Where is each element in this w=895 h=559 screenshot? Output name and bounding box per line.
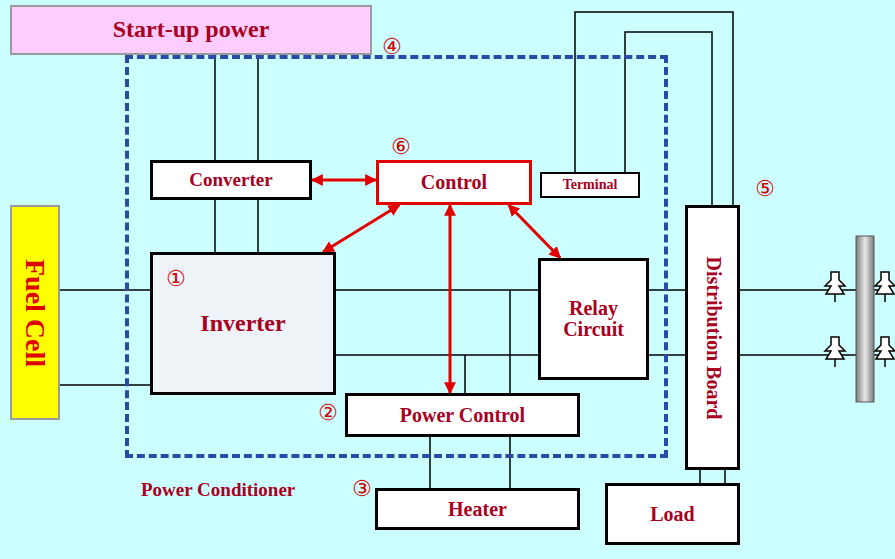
power-source-box: Start-up power [10,5,372,55]
callout-number: ⑥ [391,136,411,158]
power-wire [700,470,725,483]
node-label: Power Control [394,405,531,426]
arrow-line [449,205,452,393]
wire-line [336,289,538,291]
callout-number: ① [166,268,186,290]
region-outline: Power ConditionerConverterControlTermina… [125,55,668,458]
wire-line [60,384,150,386]
power-wire [430,437,510,488]
control-box: Control [376,160,532,205]
power-wire [336,290,538,355]
callout-number: ② [318,402,338,424]
node-label: Terminal [557,178,624,193]
node-label: Heater [442,499,513,520]
insulator-symbol [825,272,845,294]
wire-line [214,200,216,252]
wire-line [509,437,511,488]
wire-line [214,55,216,160]
process-box: Power Control [345,393,580,437]
wire-line [257,55,259,160]
wire-line [257,200,259,252]
wire-line [429,437,431,488]
utility-pole [825,236,895,402]
bus-wires [465,290,880,393]
signal-arrow [509,205,561,258]
fuel-cell-box: Fuel Cell [10,205,60,420]
node-label: Fuel Cell [20,213,49,412]
insulator-pin [884,359,886,367]
wire-line [60,289,150,291]
node-label: Start-up power [107,17,276,42]
wire-line [724,470,726,483]
process-box: Heater [375,488,580,530]
arrow-line [312,179,376,182]
node-label: Relay Circuit [541,298,646,340]
callout-number: ③ [352,478,372,500]
process-box: Load [605,483,740,545]
node-label: Distribution Board [702,213,723,462]
node-label: Inverter [194,311,291,336]
region-label: Power Conditioner [141,480,295,500]
distribution-box: Distribution Board [685,205,740,470]
signal-arrow [312,180,376,181]
signal-arrow [323,205,399,252]
callout-number: ④ [382,36,402,58]
wire-line [336,354,538,356]
node-label: Control [415,172,493,193]
signal-arrow [450,205,451,393]
insulator-pin [884,294,886,302]
callout-number: ⑤ [755,178,775,200]
power-wire [60,290,150,385]
node-label: Converter [183,170,278,190]
insulator-pin [834,359,836,367]
terminal-box: Terminal [540,172,640,198]
process-box: Converter [150,160,312,200]
power-wire [215,55,258,160]
relay-box: Relay Circuit [538,258,649,380]
power-wire [215,200,258,252]
wire-line [699,470,701,483]
insulator-pin [834,294,836,302]
node-label: Load [644,504,700,525]
insulator-symbol [875,337,895,359]
arrow-line [509,205,561,258]
arrow-line [323,205,399,252]
insulator-symbol [875,272,895,294]
insulator-symbol [825,337,845,359]
